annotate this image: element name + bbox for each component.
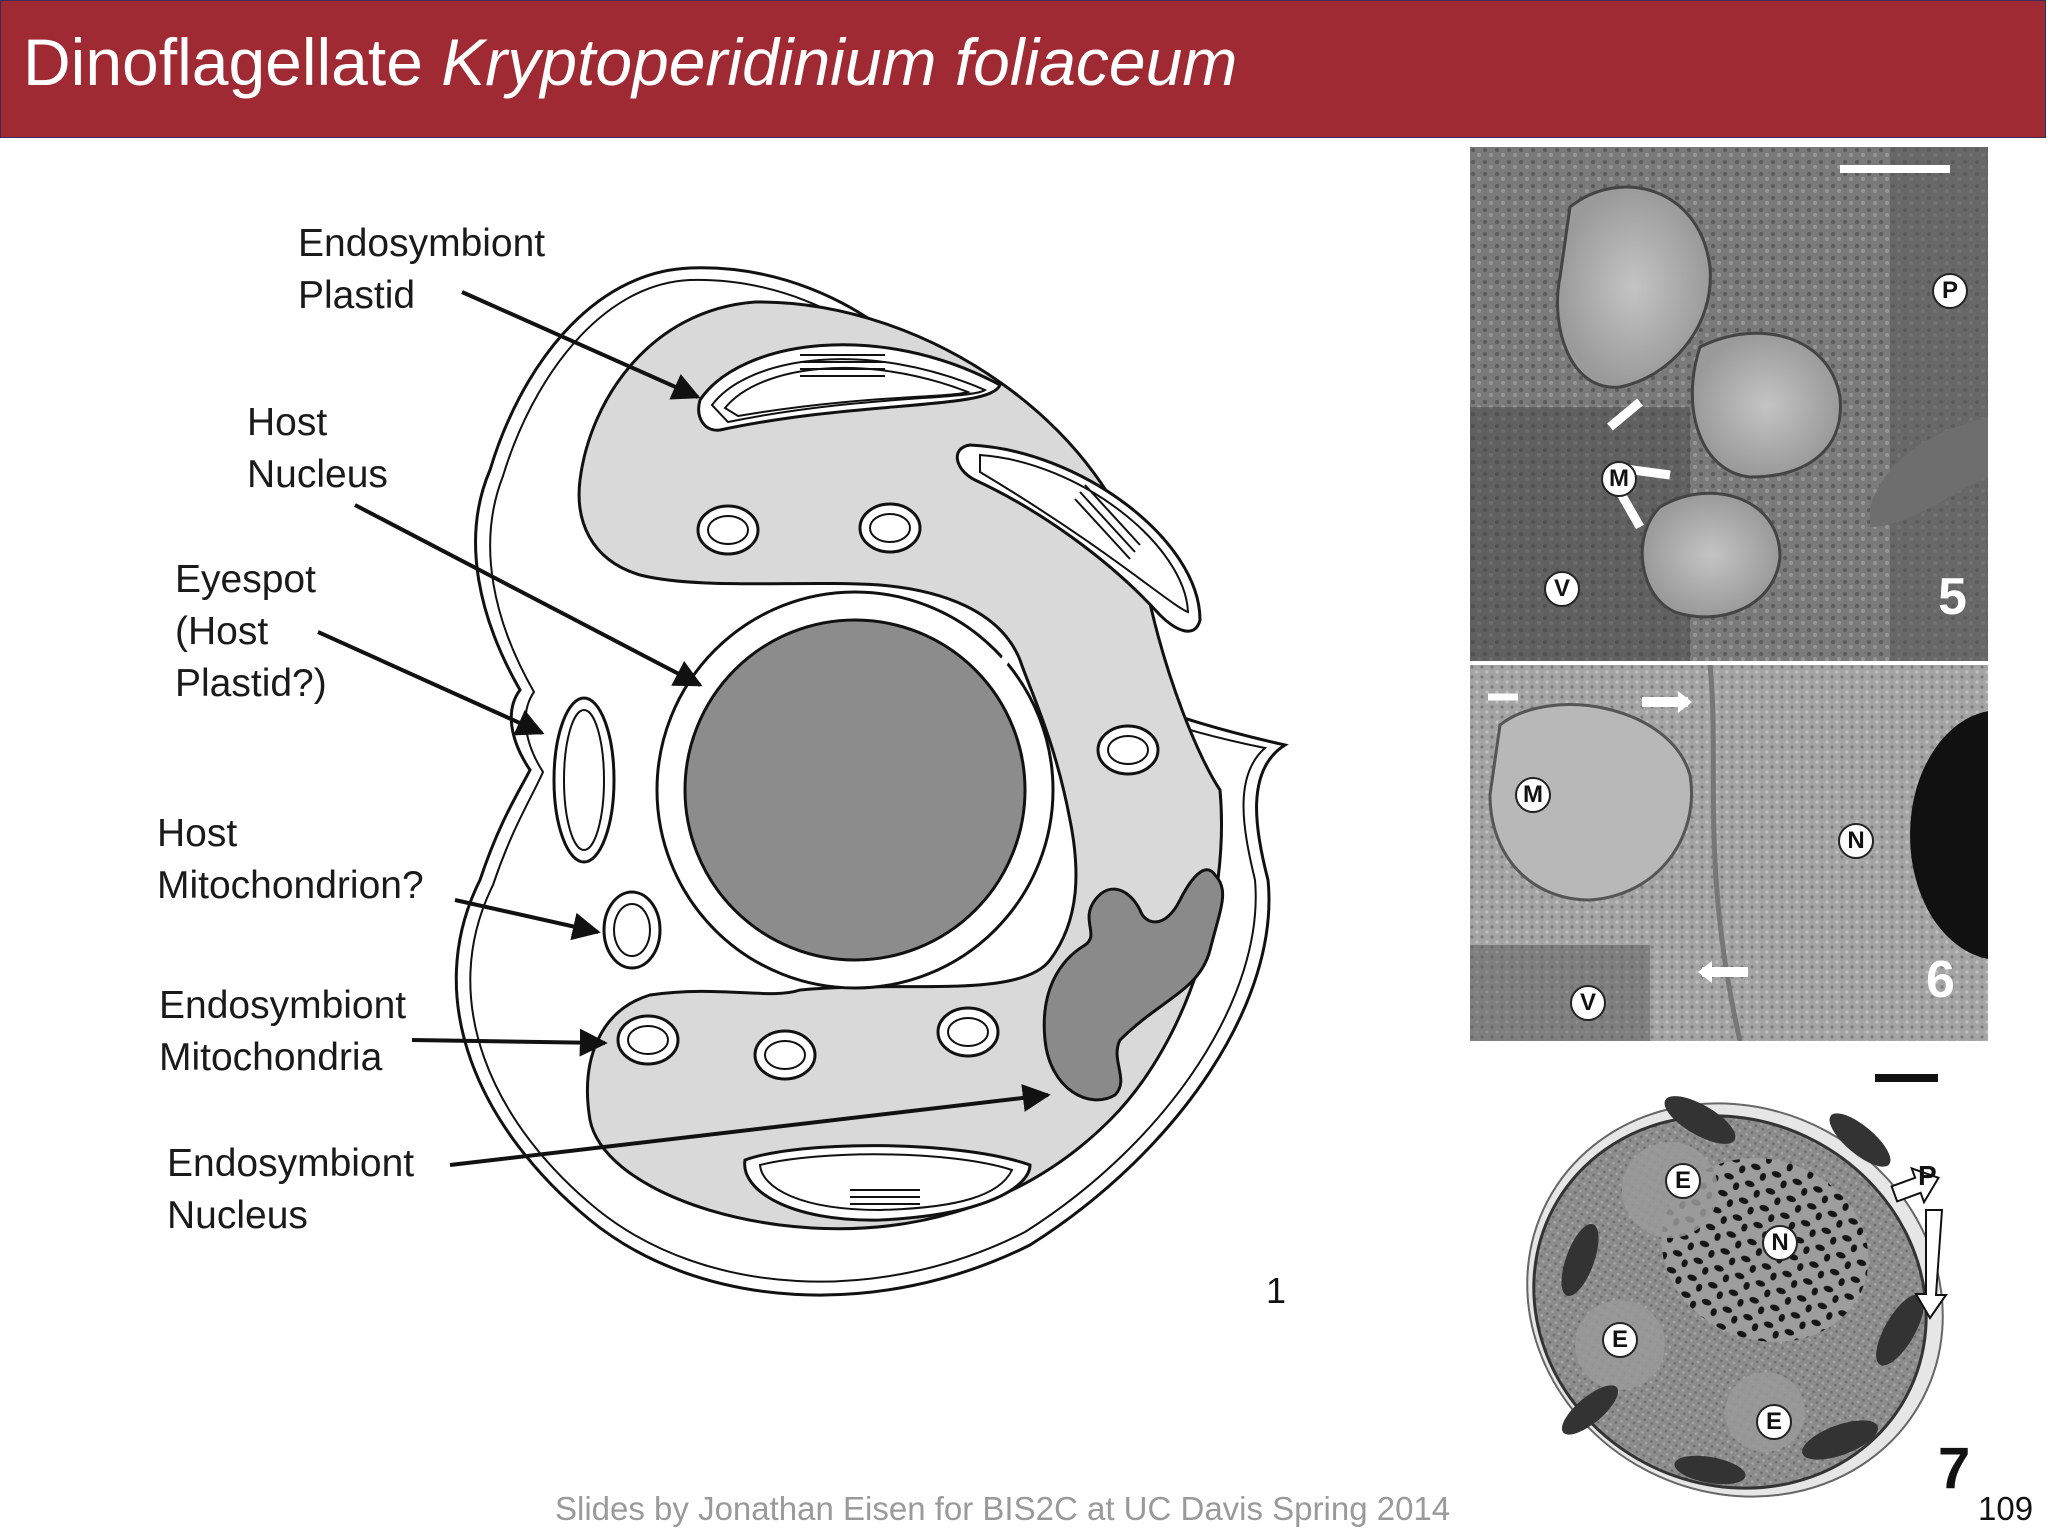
label-host-mitochondrion: Host Mitochondrion? [157,808,424,912]
label-line: Plastid?) [175,662,327,705]
label-line: Nucleus [167,1194,308,1237]
marker-n: N [1838,823,1874,859]
marker-m: M [1601,461,1637,497]
label-line: (Host [175,610,269,653]
micrograph-panel-7: E N E E P 7 [1500,1060,1970,1520]
label-endosymbiont-mitochondria: Endosymbiont Mitochondria [159,980,406,1084]
label-line: Mitochondrion? [157,864,424,907]
marker-n: N [1762,1225,1798,1261]
host-mitochondrion [602,890,662,970]
endosymbiont-mitochondrion-5 [753,1029,817,1081]
slide-number: 109 [1978,1490,2034,1527]
endosymbiont-nucleus [1042,868,1225,1102]
micrograph-panel-6: M N V 6 [1470,665,1988,1041]
panel-number-7: 7 [1938,1436,1970,1501]
endosymbiont-plastid-top [697,343,1002,432]
label-line: Endosymbiont [298,222,546,265]
marker-v: V [1570,985,1606,1021]
marker-v: V [1544,571,1580,607]
endosymbiont-plastid-right [955,443,1202,633]
label-line: Eyespot [175,558,316,601]
endosymbiont-mitochondrion-1 [696,504,760,556]
title-plain: Dinoflagellate [23,25,442,99]
label-host-nucleus: Host Nucleus [247,397,388,501]
micrograph-panel-5: P M V 5 [1470,147,1988,661]
leader-arrows [317,290,1051,1167]
endosymbiont-mitochondrion-6 [936,1006,1000,1058]
micrograph-5-image [1470,147,1988,661]
title-italic: Kryptoperidinium foliaceum [441,25,1238,99]
label-endosymbiont-plastid: Endosymbiont Plastid [298,218,545,322]
label-line: Plastid [298,274,416,317]
label-line: Host [157,812,238,855]
title-bar: Dinoflagellate Kryptoperidinium foliaceu… [0,0,2046,138]
panel-number-5: 5 [1938,568,1967,626]
label-line: Endosymbiont [167,1142,415,1185]
footer-credit: Slides by Jonathan Eisen for BIS2C at UC… [555,1490,1451,1527]
label-line: Host [247,401,328,444]
marker-p: P [1932,273,1968,309]
eyespot [552,696,616,864]
panel-number-6: 6 [1926,951,1955,1009]
endosymbiont-mitochondrion-4 [616,1014,680,1066]
marker-m: M [1515,777,1551,813]
figure-number: 1 [1266,1270,1287,1311]
marker-e: E [1665,1163,1701,1199]
slide-title: Dinoflagellate Kryptoperidinium foliaceu… [23,29,1237,95]
endosymbiont-mitochondrion-3 [1096,724,1160,776]
label-endosymbiont-nucleus: Endosymbiont Nucleus [167,1138,414,1242]
micrograph-7-image [1526,1074,1948,1498]
cell-diagram [317,266,1289,1297]
endosymbiont-mitochondrion-2 [858,502,922,554]
micrograph-6-image [1470,665,1988,1041]
label-line: Endosymbiont [159,984,407,1027]
endosymbiont-plastid-bottom [743,1144,1032,1222]
marker-e: E [1756,1404,1792,1440]
label-line: Mitochondria [159,1036,383,1079]
label-line: Nucleus [247,453,388,496]
marker-e: E [1602,1322,1638,1358]
marker-p: P [1918,1160,1937,1191]
label-eyespot: Eyespot (Host Plastid?) [175,554,327,710]
host-nucleus [683,618,1027,962]
